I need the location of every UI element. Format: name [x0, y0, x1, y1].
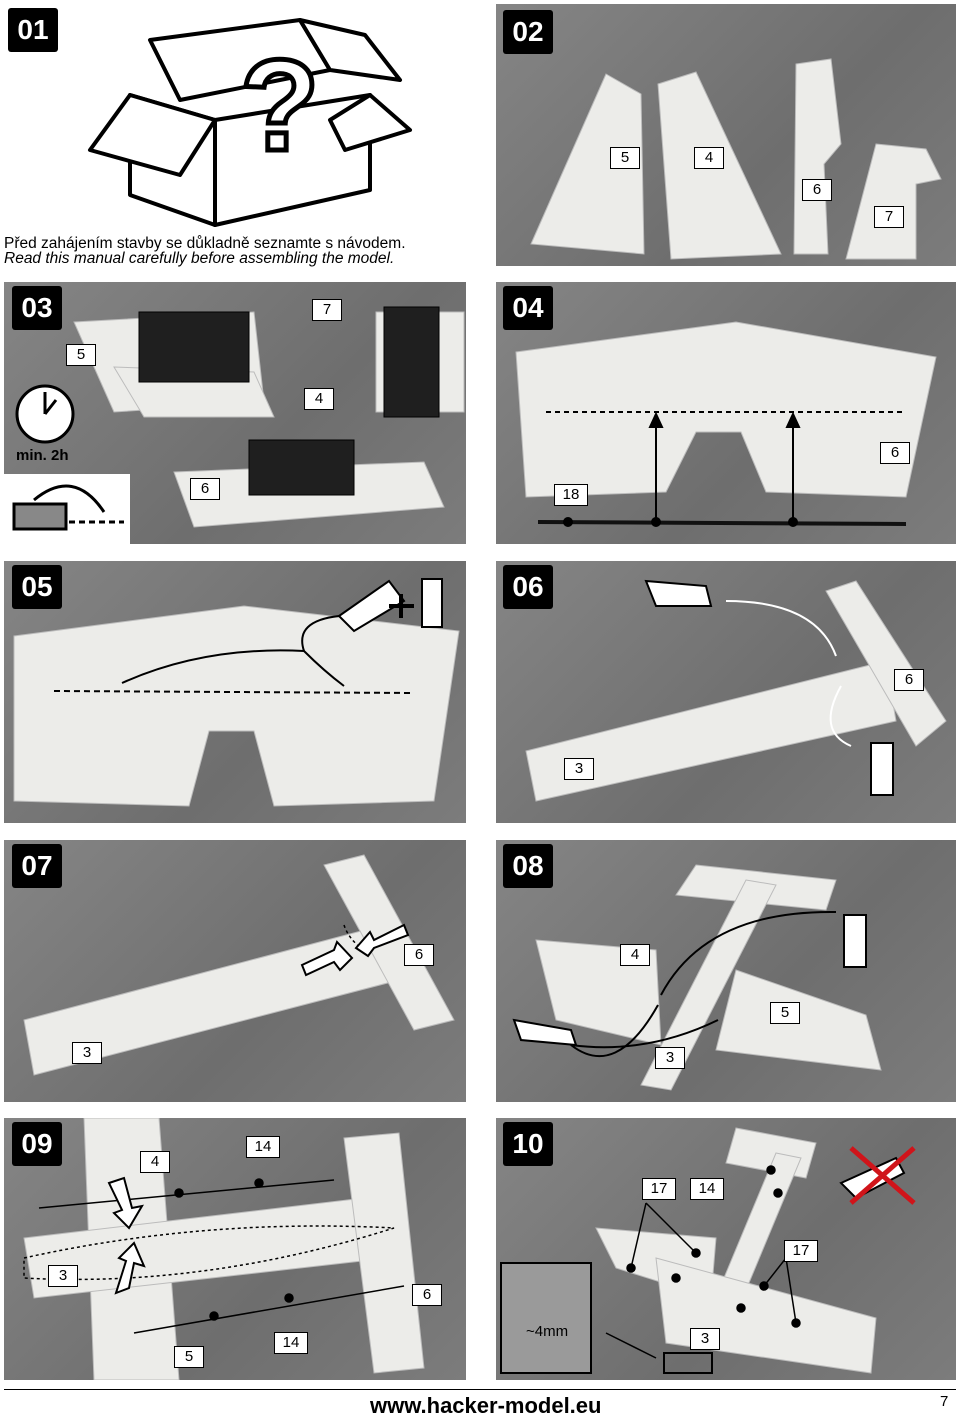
step-number: 05 [12, 565, 62, 609]
part-label: 7 [312, 299, 342, 321]
drying-time-label: min. 2h [16, 447, 69, 464]
part-label: 3 [655, 1047, 685, 1069]
weighted-parts-photo [4, 306, 465, 544]
open-box-icon: ? [88, 18, 412, 227]
stabilizer-photo [515, 321, 937, 527]
part-label: 4 [620, 944, 650, 966]
no-glue-icon [839, 1146, 916, 1205]
step-02-panel: 02 5 4 6 7 [496, 4, 956, 266]
step-01-panel: ? 01 Před zahájením stavby se důkladně s… [0, 0, 466, 270]
website-link[interactable]: www.hacker-model.eu [370, 1393, 602, 1418]
glue-bottle-icon [512, 914, 867, 1047]
part-label: 14 [274, 1332, 308, 1354]
step-number: 07 [12, 844, 62, 888]
step-number: 06 [503, 565, 553, 609]
foam-parts-photo [530, 58, 942, 260]
part-label: 5 [174, 1346, 204, 1368]
part-label: 6 [802, 179, 832, 201]
footer-rule [4, 1389, 956, 1390]
part-label: 4 [694, 147, 724, 169]
step-09-panel: 09 4 14 3 6 5 14 [4, 1118, 466, 1380]
part-label: 3 [48, 1265, 78, 1287]
part-label: 6 [412, 1284, 442, 1306]
step-03-panel: 03 5 7 4 6 min. 2h [4, 282, 466, 544]
part-label: 14 [690, 1178, 724, 1200]
fuselage-join-photo [23, 854, 455, 1076]
part-label: 17 [642, 1178, 676, 1200]
step-04-panel: 04 6 18 [496, 282, 956, 544]
step-number: 09 [12, 1122, 62, 1166]
step-number: 10 [503, 1122, 553, 1166]
step-05-panel: 05 [4, 561, 466, 823]
reinforcement-photo [23, 1118, 425, 1380]
carbon-rods-photo [500, 1127, 916, 1374]
part-label: 3 [690, 1328, 720, 1350]
part-label: 5 [610, 147, 640, 169]
part-label: 7 [874, 206, 904, 228]
part-label: 4 [140, 1151, 170, 1173]
part-label: 5 [770, 1002, 800, 1024]
gap-measurement: ~4mm [526, 1323, 569, 1340]
part-label: 17 [784, 1240, 818, 1262]
part-label: 6 [190, 478, 220, 500]
step-08-panel: 08 4 5 3 [496, 840, 956, 1102]
step-number: 04 [503, 286, 553, 330]
caption-english: Read this manual carefully before assemb… [4, 250, 395, 267]
part-label: 6 [880, 442, 910, 464]
caption-czech: Před zahájením stavby se důkladně seznam… [4, 235, 406, 252]
step-06-panel: 06 6 3 [496, 561, 956, 823]
page-number: 7 [940, 1393, 949, 1410]
part-label: 4 [304, 388, 334, 410]
fuselage-tail-photo [525, 579, 947, 802]
step-number: 01 [8, 8, 58, 52]
step-number: 03 [12, 286, 62, 330]
part-label: 6 [894, 669, 924, 691]
part-label: 3 [564, 758, 594, 780]
step-10-panel: 10 17 14 17 3 ~4mm [496, 1118, 956, 1380]
glue-bottle-icon [337, 578, 443, 633]
step-number: 02 [503, 10, 553, 54]
wing-fuselage-photo [512, 864, 882, 1091]
step-07-panel: 07 6 3 [4, 840, 466, 1102]
part-label: 18 [554, 484, 588, 506]
step-number: 08 [503, 844, 553, 888]
glue-stabilizer-photo [13, 578, 460, 807]
svg-text:?: ? [240, 32, 319, 178]
part-label: 3 [72, 1042, 102, 1064]
part-label: 6 [404, 944, 434, 966]
part-label: 5 [66, 344, 96, 366]
glue-bottle-icon [644, 579, 894, 796]
part-label: 14 [246, 1136, 280, 1158]
clock-icon [15, 384, 75, 444]
